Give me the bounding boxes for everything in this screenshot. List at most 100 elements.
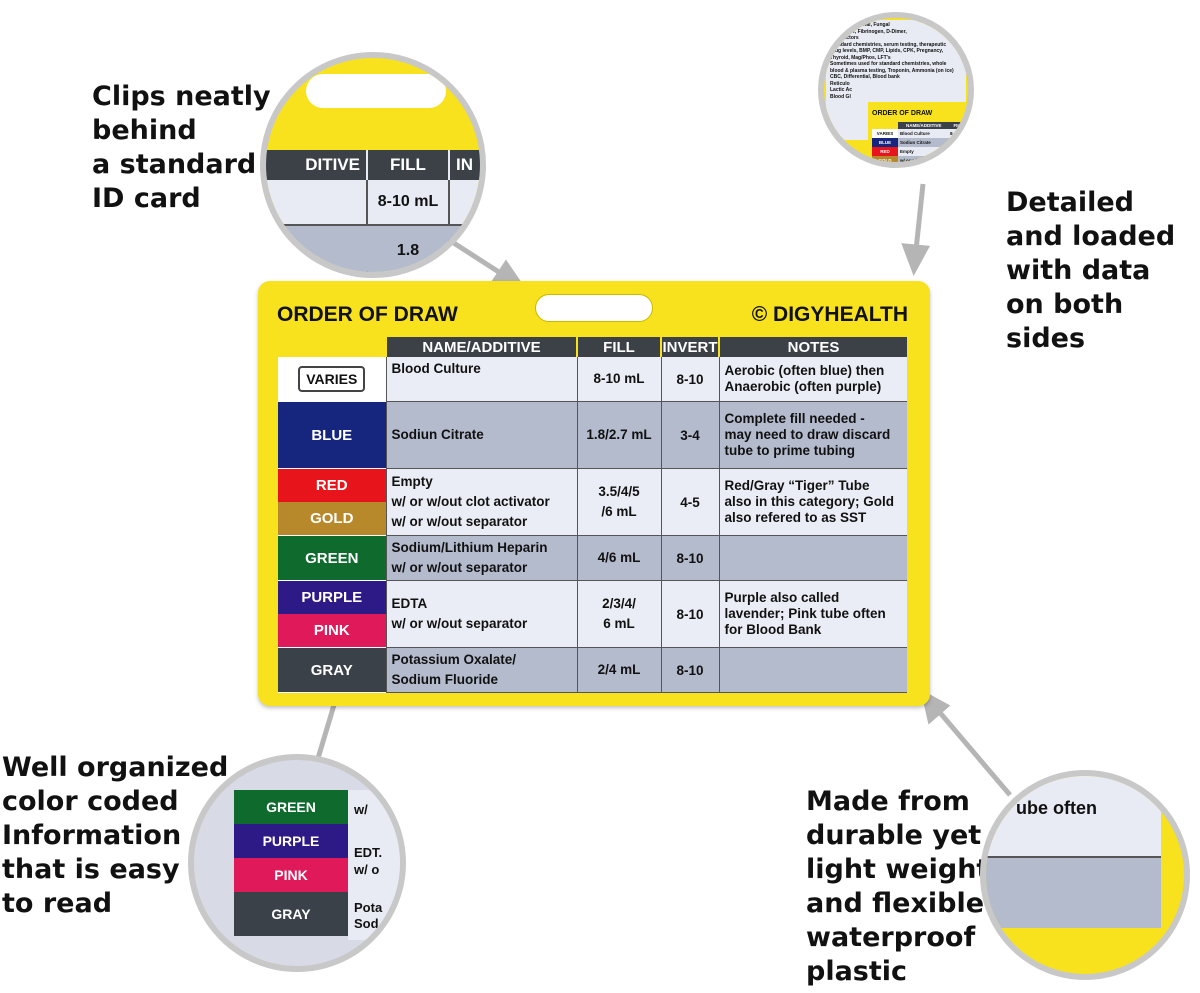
zoom-fragment-2: EDT. <box>354 845 383 860</box>
notes-cell: Complete fill needed -may need to draw d… <box>718 401 907 469</box>
order-of-draw-card: ORDER OF DRAW © DIGYHEALTH NAME/ADDITIVE… <box>258 281 930 706</box>
tube-red: RED <box>278 469 386 502</box>
back-side-line: T, INR ACT, Fibrinogen, D-Dimer, <box>830 28 907 35</box>
invert-cell: 4-5 <box>660 468 719 536</box>
header-blank <box>278 337 386 357</box>
fill-cell: 2/3/4/6 mL <box>576 580 661 648</box>
header-fill: FILL <box>576 337 661 357</box>
mini-cell: /6 mL <box>950 158 962 163</box>
mini-header: INVERT <box>967 123 974 128</box>
mini-cell: Empty <box>900 149 914 154</box>
mini-tube-label: RED <box>872 147 898 156</box>
tube-purple: PURPLE <box>278 581 386 614</box>
mini-cell: 1.8/2.7 mL <box>950 140 966 145</box>
name-additive-cell: Sodiun Citrate <box>385 401 577 469</box>
invert-cell: 8-10 <box>660 357 719 402</box>
tube-color-cell: GRAY <box>278 647 386 693</box>
tube-color-cell: BLUE <box>278 401 386 469</box>
notes-cell <box>718 535 907 581</box>
mini-cell: w/ or w/out separator <box>900 158 946 163</box>
zoom-tube-gray: GRAY <box>234 892 348 936</box>
mini-cell: 3.5/4/5 <box>950 149 964 154</box>
zoom-fragment-3: w/ o <box>354 862 380 877</box>
tube-gold: GOLD <box>278 502 386 535</box>
mini-tube-label: GOLD <box>872 156 898 162</box>
back-side-line: Thyroid, Mag/Phos, LFT's <box>830 54 891 61</box>
zoom-fragment-1: w/ <box>354 802 368 817</box>
fill-cell: 3.5/4/5/6 mL <box>576 468 661 536</box>
tube-color-cell: GREEN <box>278 535 386 581</box>
zoom-fill-value: 8-10 mL <box>377 193 439 210</box>
mini-header: FILL <box>953 123 963 128</box>
fill-cell: 2/4 mL <box>576 647 661 693</box>
back-side-line: Sometimes used for standard chemistries,… <box>830 61 947 67</box>
tube-blue: BLUE <box>278 402 386 468</box>
tube-color-cell: VARIES <box>278 357 386 402</box>
zoom-header-additive: DITIVE <box>266 150 366 180</box>
fill-cell: 1.8/2.7 mL <box>576 401 661 469</box>
callout-waterproof: Made from durable yet light weight and f… <box>806 786 990 987</box>
tube-gray: GRAY <box>278 648 386 692</box>
tube-varies: VARIES <box>278 358 386 401</box>
back-side-line: drug levels, BMP, CMP, Lipids, CPK, Preg… <box>830 48 944 54</box>
zoom-tube-pink: PINK <box>234 858 348 892</box>
invert-cell: 8-10 <box>660 580 719 648</box>
callout-color-coded: Well organized color coded Information t… <box>2 752 229 919</box>
back-side-line: erobic - Bacterial, Fungal <box>830 22 890 28</box>
notes-cell <box>718 647 907 693</box>
fill-cell: 8-10 mL <box>576 357 661 402</box>
name-additive-cell: Blood Culture <box>385 357 577 402</box>
zoom-clip-circle: DITIVE FILL IN 8-10 mL 1.8 <box>260 52 486 278</box>
invert-cell: 3-4 <box>660 401 719 469</box>
header-notes: NOTES <box>718 337 907 357</box>
zoom-tube-green: GREEN <box>234 790 348 824</box>
header-invert: INVERT <box>660 337 719 357</box>
tube-pink: PINK <box>278 614 386 647</box>
zoom-slot <box>306 74 446 108</box>
zoom-front-title: ORDER OF DRAW <box>872 110 933 117</box>
zoom-tube-purple: PURPLE <box>234 824 348 858</box>
card-brand: © DIGYHEALTH <box>751 303 908 326</box>
mini-header: NAME/ADDITIVE <box>906 123 942 128</box>
back-side-line: CBC, Differential, Blood bank <box>830 74 900 80</box>
zoom-fragment-5: Sod <box>354 916 379 931</box>
back-side-line: blood & plasma testing, Troponin, Ammoni… <box>830 67 954 74</box>
tube-green: GREEN <box>278 536 386 580</box>
mini-cell: Blood Culture <box>900 131 930 136</box>
back-side-line: Lactic Ac <box>830 87 853 93</box>
back-side-line: Standard chemistries, serum testing, the… <box>830 41 947 48</box>
zoom-partial-value: 1.8 <box>396 242 420 259</box>
mini-tube-label: BLUE <box>872 138 898 147</box>
zoom-material-text: ube often <box>1016 798 1097 818</box>
zoom-material-circle: ube often <box>980 770 1190 980</box>
name-additive-cell: Potassium Oxalate/Sodium Fluoride <box>385 647 577 693</box>
back-side-line: ting Factors <box>830 35 859 41</box>
callout-detailed: Detailed and loaded with data on both si… <box>1006 187 1176 354</box>
card-title: ORDER OF DRAW <box>277 303 458 326</box>
zoom-header-fill: FILL <box>368 150 448 180</box>
mini-tube-label: VARIES <box>872 129 898 138</box>
varies-badge: VARIES <box>298 366 366 393</box>
fill-cell: 4/6 mL <box>576 535 661 581</box>
mini-cell: Sodiun Citrate <box>900 140 931 145</box>
